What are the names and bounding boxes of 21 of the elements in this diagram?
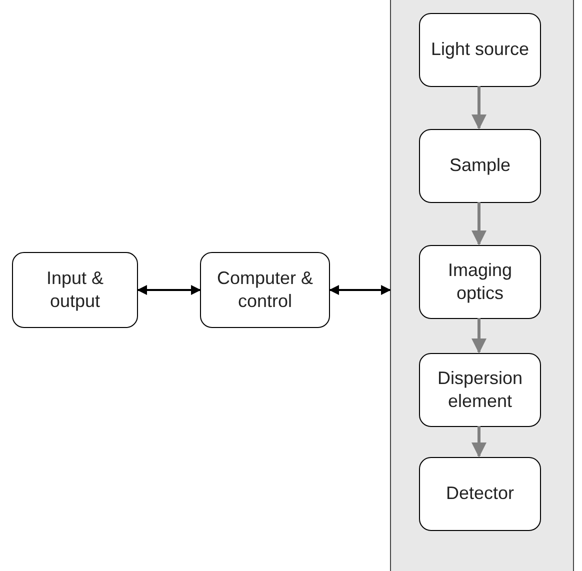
process-box <box>419 245 541 319</box>
process-box <box>200 252 330 328</box>
node-label: Light source <box>430 38 530 62</box>
arrow <box>137 285 201 295</box>
arrow <box>472 426 486 458</box>
process-box <box>419 129 541 203</box>
arrow <box>472 86 486 130</box>
process-box <box>12 252 138 328</box>
arrow <box>329 285 391 295</box>
arrow <box>472 318 486 354</box>
panel-background <box>390 0 574 571</box>
process-box <box>419 457 541 531</box>
node-label: Input & output <box>45 266 105 313</box>
node-label: Imaging optics <box>446 258 514 305</box>
process-box <box>419 13 541 87</box>
process-box <box>419 353 541 427</box>
node-label: Dispersion element <box>436 366 524 413</box>
node-label: Sample <box>449 154 511 178</box>
node-label: Detector <box>446 482 514 506</box>
node-label: Computer & control <box>216 266 314 313</box>
arrow <box>472 202 486 246</box>
